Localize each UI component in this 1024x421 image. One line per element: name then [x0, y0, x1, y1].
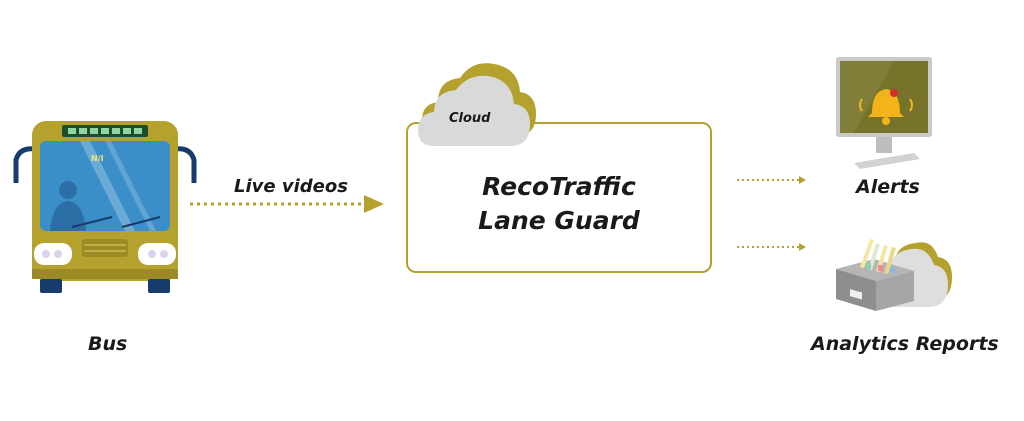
product-title: RecoTraffic Lane Guard [406, 170, 712, 238]
live-videos-arrow [190, 195, 384, 213]
bus-icon [13, 121, 197, 293]
reports-arrow [737, 243, 806, 251]
file-cabinet-cloud-icon [836, 239, 952, 311]
monitor-alert-icon [836, 57, 932, 169]
analytics-reports-label: Analytics Reports [811, 333, 999, 355]
bus-sign-text: N/I [91, 154, 104, 163]
live-videos-label: Live videos [234, 176, 348, 197]
cloud-label: Cloud [449, 111, 491, 126]
alerts-label: Alerts [856, 176, 920, 198]
product-box [406, 122, 712, 273]
alerts-arrow [737, 176, 806, 184]
product-title-line2: Lane Guard [478, 206, 640, 235]
cloud-icon [418, 63, 536, 146]
bus-label: Bus [88, 333, 128, 355]
product-title-line1: RecoTraffic [482, 172, 636, 201]
